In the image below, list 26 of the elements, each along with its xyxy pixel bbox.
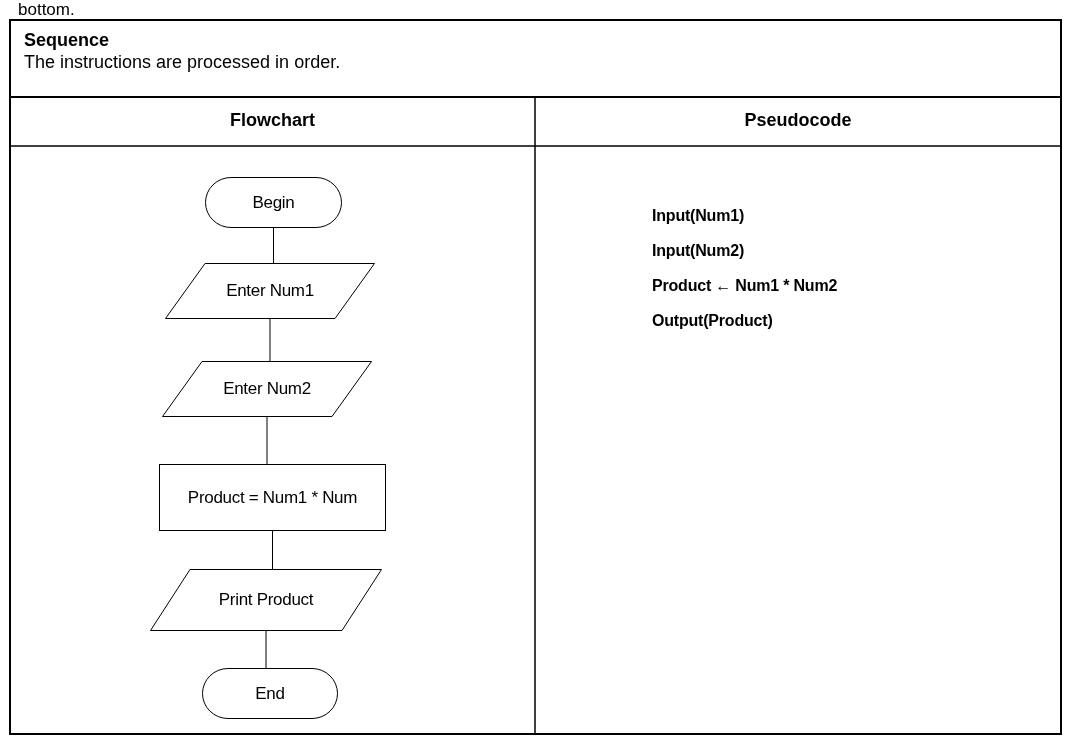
terminal-shape: [205, 177, 342, 228]
connector-line: [272, 530, 273, 570]
terminal-shape: [202, 668, 338, 719]
column-header: Pseudocode: [743, 110, 853, 131]
pseudocode-line: Input(Num1): [652, 207, 744, 225]
node-label: End: [255, 683, 285, 704]
input-output-parallelogram: [165, 263, 375, 319]
node-label: Product = Num1 * Num: [187, 487, 358, 508]
description-text: The instructions are processed in order.: [24, 52, 341, 73]
connector-line: [266, 416, 268, 465]
pseudocode-line: Product ← Num1 * Num2: [652, 277, 838, 295]
connector-line: [273, 227, 274, 264]
node-label: Enter Num2: [223, 379, 311, 399]
body-text: bottom.: [18, 0, 75, 20]
node-label: Print Product: [218, 590, 314, 610]
process-box: [159, 464, 386, 531]
section-heading: Sequence: [24, 30, 110, 51]
connector-line: [265, 630, 267, 669]
column-header: Flowchart: [229, 110, 316, 131]
input-output-parallelogram: [150, 569, 382, 631]
pseudocode-line: Input(Num2): [652, 242, 744, 260]
node-label: Begin: [252, 192, 295, 213]
node-label: Enter Num1: [226, 281, 314, 301]
input-output-parallelogram: [162, 361, 372, 417]
connector-line: [269, 318, 271, 362]
pseudocode-line: Output(Product): [652, 312, 773, 330]
